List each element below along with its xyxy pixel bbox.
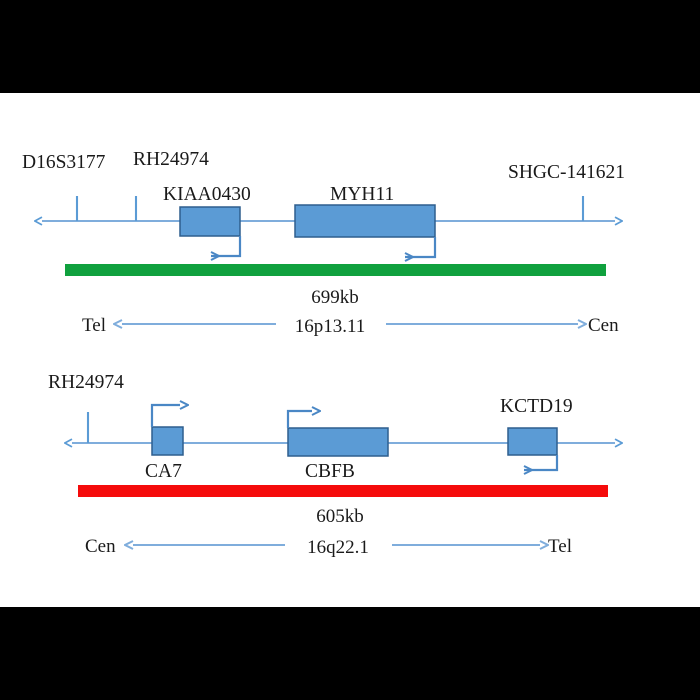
strand-arrow-ca7 [150,405,180,427]
strand-arrow-kiaa0430 [211,236,242,256]
marker-label-shgc-141621: SHGC-141621 [508,162,625,183]
marker-label-d16s3177: D16S3177 [22,152,106,173]
region-bar-top [65,264,606,276]
strand-arrow-myh11 [405,237,437,257]
gene-label-ca7: CA7 [145,461,182,482]
gene-box-kiaa0430 [179,206,241,237]
gene-box-cbfb [287,427,389,457]
orientation-right-label-bottom: Tel [548,536,572,557]
figure-canvas [0,93,700,607]
orientation-left-label-top: Tel [82,315,106,336]
band-label-bottom: 16q22.1 [307,537,369,558]
marker-label-rh24974-bottom: RH24974 [48,372,124,393]
gene-box-myh11 [294,204,436,238]
orientation-left-label-bottom: Cen [85,536,116,557]
band-label-top: 16p13.11 [295,316,366,337]
region-size-bottom: 605kb [316,506,364,527]
region-bar-bottom [78,485,608,497]
strand-arrow-cbfb [286,411,312,428]
gene-box-ca7 [151,426,184,456]
region-size-top: 699kb [311,287,359,308]
gene-box-kctd19 [507,427,558,456]
gene-label-myh11: MYH11 [330,184,394,205]
orientation-right-label-top: Cen [588,315,619,336]
marker-label-rh24974-top: RH24974 [133,149,209,170]
strand-arrow-kctd19 [524,455,559,470]
gene-label-cbfb: CBFB [305,461,355,482]
gene-label-kctd19: KCTD19 [500,396,573,417]
gene-label-kiaa0430: KIAA0430 [163,184,251,205]
